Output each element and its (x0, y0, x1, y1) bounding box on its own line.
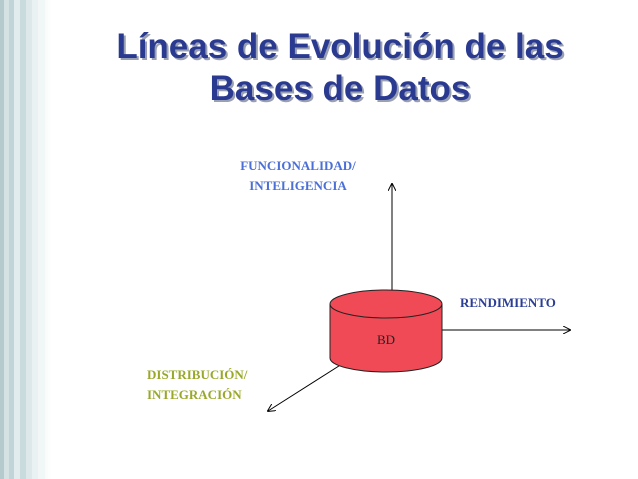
distribution-label-line-1: DISTRIBUCIÓN/ (147, 367, 248, 382)
slide-title: Líneas de Evolución de las Bases de Dato… (60, 26, 620, 110)
performance-label: RENDIMIENTO (460, 295, 556, 310)
distribution-axis-arrow (268, 363, 343, 411)
decorative-side-bar (0, 0, 52, 479)
title-line-2: Bases de Datos (209, 69, 471, 108)
database-cylinder: BD (329, 289, 443, 373)
cylinder-top (329, 289, 443, 319)
cylinder-body (329, 304, 443, 373)
database-label: BD (377, 332, 395, 347)
distribution-label-line-2: INTEGRACIÓN (147, 387, 242, 402)
functionality-label-line-2: INTELIGENCIA (249, 178, 347, 193)
title-line-1: Líneas de Evolución de las (116, 27, 564, 66)
functionality-label-line-1: FUNCIONALIDAD/ (240, 158, 356, 173)
